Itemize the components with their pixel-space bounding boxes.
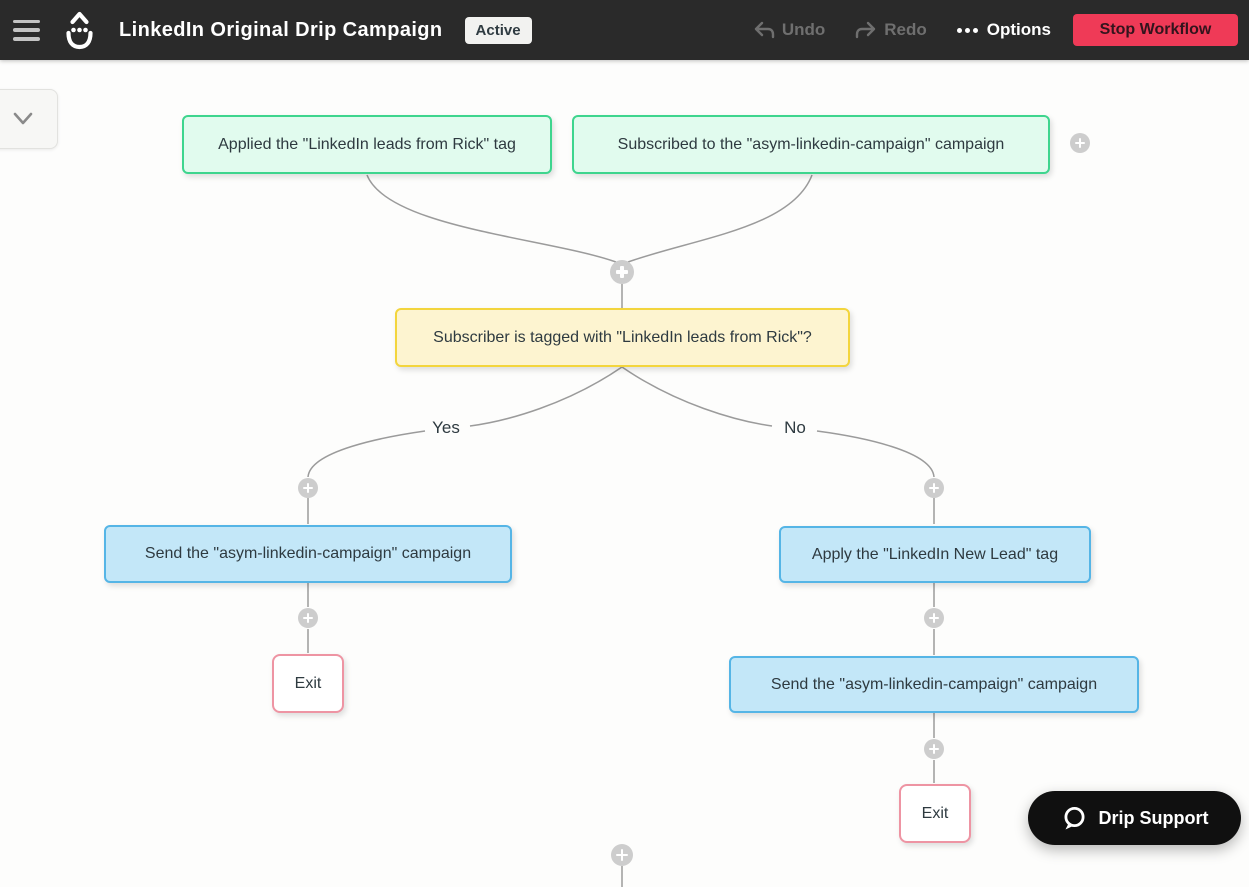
branch-label-yes: Yes [427, 418, 465, 438]
branch-label-no: No [779, 418, 811, 438]
workflow-canvas[interactable]: Applied the "LinkedIn leads from Rick" t… [0, 60, 1249, 887]
add-step-button-no-low[interactable] [924, 739, 944, 759]
add-step-button-bottom[interactable] [611, 844, 633, 866]
drip-support-button[interactable]: Drip Support [1028, 791, 1241, 845]
menu-icon[interactable] [13, 19, 40, 41]
undo-label: Undo [781, 20, 826, 39]
add-trigger-button[interactable] [1070, 133, 1090, 153]
decision-node-tag-check[interactable]: Subscriber is tagged with "LinkedIn lead… [395, 308, 850, 367]
drip-support-label: Drip Support [1098, 807, 1209, 828]
exit-node-yes[interactable]: Exit [272, 654, 344, 713]
drip-logo-icon[interactable] [64, 9, 95, 51]
redo-arrow-icon [856, 21, 876, 39]
action-node-no-send-campaign[interactable]: Send the "asym-linkedin-campaign" campai… [729, 656, 1139, 713]
chevron-down-icon [13, 112, 33, 125]
add-step-button-no-mid[interactable] [924, 608, 944, 628]
undo-button[interactable]: Undo [753, 20, 825, 40]
trigger-node-subscribed-campaign[interactable]: Subscribed to the "asym-linkedin-campaig… [572, 115, 1050, 174]
add-step-button-top[interactable] [610, 260, 634, 284]
trigger-node-applied-tag[interactable]: Applied the "LinkedIn leads from Rick" t… [182, 115, 552, 174]
redo-label: Redo [884, 20, 927, 39]
undo-arrow-icon [754, 21, 775, 39]
options-button[interactable]: Options [956, 20, 1051, 40]
add-step-button-yes-top[interactable] [298, 478, 318, 498]
workflow-title: LinkedIn Original Drip Campaign [119, 18, 443, 41]
ellipsis-icon [956, 27, 978, 33]
redo-button[interactable]: Redo [855, 20, 927, 40]
canvas-collapse-control[interactable] [0, 89, 58, 149]
chat-bubble-icon [1063, 806, 1085, 829]
connector-lines [307, 174, 935, 887]
action-node-yes-send-campaign[interactable]: Send the "asym-linkedin-campaign" campai… [104, 525, 512, 583]
action-node-no-apply-tag[interactable]: Apply the "LinkedIn New Lead" tag [779, 526, 1091, 583]
stop-workflow-button[interactable]: Stop Workflow [1073, 14, 1238, 46]
exit-node-no[interactable]: Exit [899, 784, 971, 843]
status-badge: Active [464, 16, 532, 44]
add-step-button-no-top[interactable] [924, 478, 944, 498]
top-bar: LinkedIn Original Drip Campaign Active U… [0, 0, 1249, 60]
options-label: Options [986, 20, 1051, 39]
add-step-button-yes-mid[interactable] [298, 608, 318, 628]
